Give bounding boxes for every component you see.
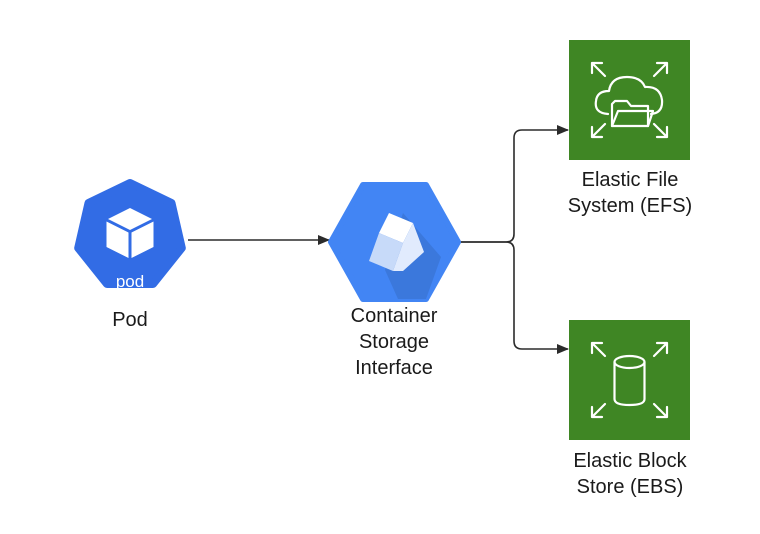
pod-icon-text: pod [116, 272, 144, 291]
ebs-label: Elastic Block Store (EBS) [550, 448, 710, 500]
csi-label-line-2: Storage [358, 331, 430, 353]
csi-label-line-3: Interface [355, 357, 433, 379]
efs-label-line-2: System (EFS) [567, 195, 693, 217]
ebs-label-line-2: Store (EBS) [576, 476, 684, 498]
aws-ebs-icon[interactable] [569, 320, 690, 440]
efs-label-line-1: Elastic File [581, 169, 679, 191]
ebs-label-line-1: Elastic Block [573, 450, 687, 472]
pod-label: Pod [80, 307, 180, 333]
pod-label-text: Pod [112, 309, 148, 331]
csi-label-line-1: Container [350, 305, 438, 327]
connector-csi-to-efs [459, 125, 569, 243]
aws-efs-icon[interactable] [569, 40, 690, 160]
csi-label: Container Storage Interface [319, 303, 469, 381]
gcp-container-icon[interactable] [328, 182, 461, 302]
kubernetes-pod-icon[interactable]: pod [74, 179, 186, 291]
connector-csi-to-ebs [459, 241, 569, 354]
efs-label: Elastic File System (EFS) [550, 167, 710, 219]
